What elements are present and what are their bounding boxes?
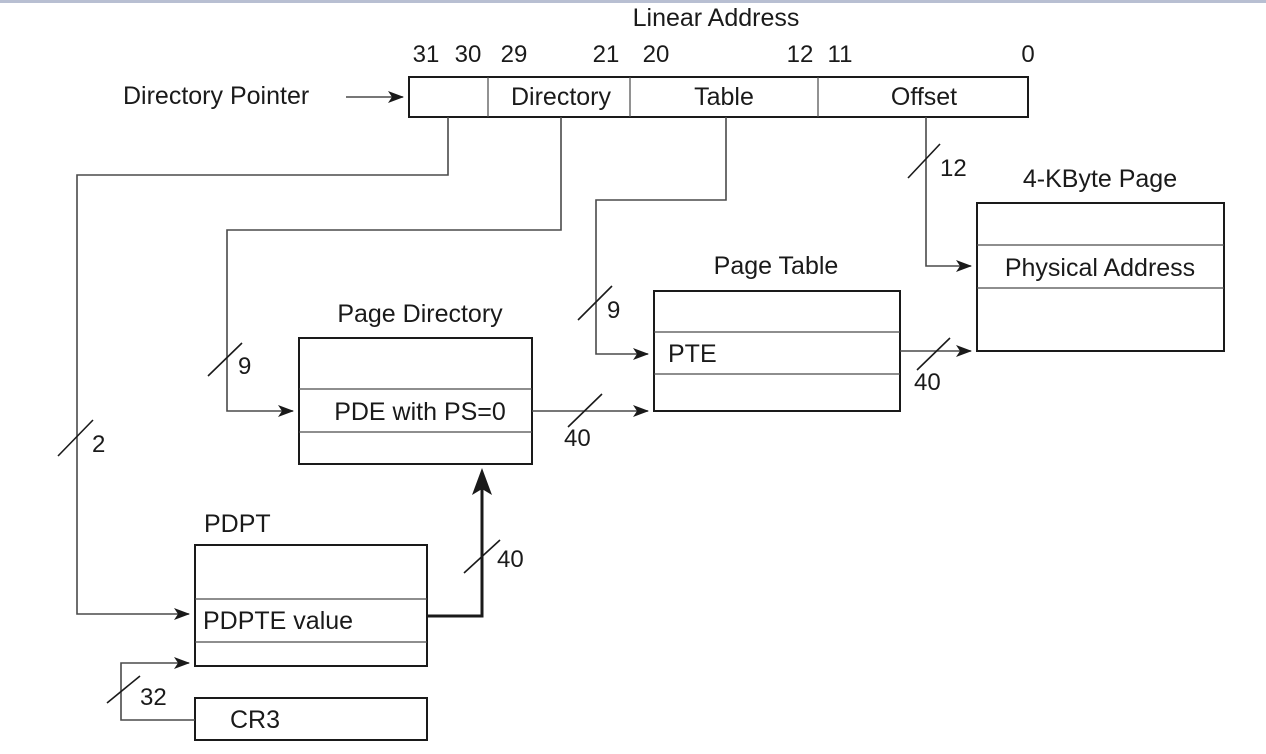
table-width-tick: [577, 285, 613, 321]
page-table-box: [653, 290, 901, 412]
pointer-wire: [76, 117, 449, 620]
page-table-title: Page Table: [714, 252, 839, 280]
page-directory-entry: PDE with PS=0: [334, 398, 506, 426]
pte-to-page-label: 40: [914, 369, 941, 396]
field-directory: Directory: [511, 83, 612, 111]
offset-width-label: 12: [940, 155, 967, 182]
pdpt-box: [194, 544, 428, 667]
linear-address-register: [408, 76, 1029, 118]
bit-label-12: 12: [787, 41, 814, 68]
page-directory-title: Page Directory: [337, 300, 503, 328]
pointer-width-tick: [57, 419, 94, 457]
page-4k-title: 4-KByte Page: [1023, 165, 1177, 193]
directory-width-tick: [207, 342, 243, 377]
directory-pointer-label: Directory Pointer: [123, 82, 309, 110]
pdpt-title: PDPT: [204, 510, 271, 538]
linear-address-title: Linear Address: [633, 4, 800, 32]
offset-width-tick: [907, 143, 941, 179]
bit-label-30: 30: [455, 41, 482, 68]
table-wire: [595, 117, 727, 360]
bit-label-31: 31: [413, 41, 440, 68]
pointer-width-label: 2: [92, 431, 105, 458]
page-4k-entry: Physical Address: [1005, 254, 1195, 282]
pde-to-table-label: 40: [564, 425, 591, 452]
directory-width-label: 9: [238, 353, 251, 380]
pte-to-page-tick: [916, 337, 951, 371]
pdpt-entry: PDPTE value: [203, 607, 353, 635]
field-offset: Offset: [891, 83, 957, 111]
pdpte-to-directory-tick: [463, 539, 501, 574]
bit-label-11: 11: [828, 41, 853, 68]
bit-label-29: 29: [501, 41, 528, 68]
bit-label-20: 20: [643, 41, 670, 68]
page-table-entry: PTE: [668, 340, 717, 368]
pdpte-to-directory-arrowhead: [472, 468, 492, 495]
bit-label-0: 0: [1021, 41, 1034, 68]
cr3-label: CR3: [230, 706, 280, 734]
page-4k-box: [976, 202, 1225, 352]
cr3-to-pdpt-label: 32: [140, 684, 167, 711]
pdpte-to-directory-wire: [427, 472, 484, 618]
offset-wire: [925, 117, 972, 272]
pde-to-table-tick: [567, 393, 603, 428]
bit-label-21: 21: [593, 41, 620, 68]
pdpte-to-directory-label: 40: [497, 546, 524, 573]
field-table: Table: [694, 83, 754, 111]
page-directory-box: [298, 337, 533, 465]
cr3-box: [194, 697, 428, 741]
table-width-label: 9: [607, 297, 620, 324]
cr3-to-pdpt-tick: [106, 675, 141, 704]
directory-wire: [226, 117, 562, 417]
